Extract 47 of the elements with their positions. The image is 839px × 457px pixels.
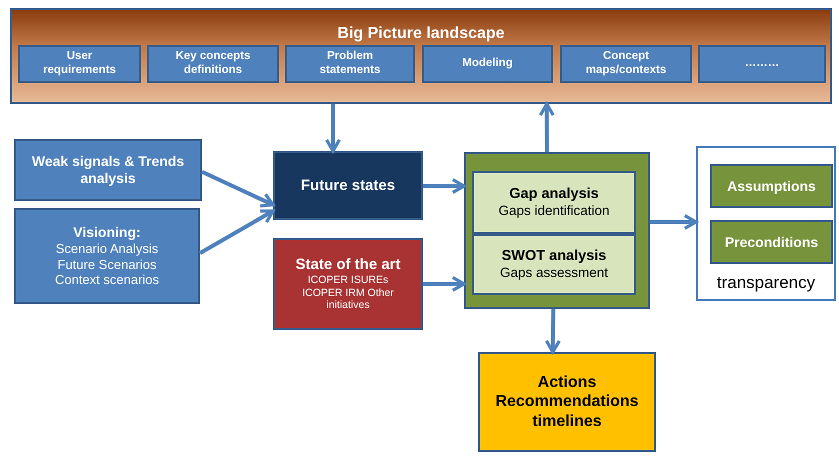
node-title: Key concepts definitions: [174, 50, 252, 78]
node-detail: Scenario Analysis Future Scenarios Context scenarios: [54, 241, 160, 288]
node-title: ………: [744, 57, 780, 71]
node-title: Problem statements: [318, 50, 382, 78]
arrow: [325, 104, 341, 153]
arrow: [423, 276, 466, 292]
node-title: Weak signals & Trends analysis: [30, 153, 186, 187]
topic-box: [18, 45, 141, 83]
node-title: Big Picture landscape: [337, 24, 505, 44]
output-box: [478, 352, 656, 452]
topic-box: [285, 45, 415, 83]
factor-box: [710, 220, 833, 264]
node-title: Future states: [300, 176, 396, 194]
analysis-container: [464, 152, 650, 309]
analysis-box: [472, 171, 636, 234]
analysis-box: [472, 234, 636, 295]
node-detail: Gaps identification: [498, 203, 610, 220]
node-title: transparency: [716, 272, 816, 293]
node-title: SWOT analysis: [502, 248, 606, 266]
node-detail: Gaps assessment: [500, 265, 608, 282]
arrow: [544, 308, 561, 354]
node-title: Preconditions: [724, 234, 818, 250]
arrow: [199, 209, 275, 255]
node-title: Gap analysis: [509, 186, 599, 204]
process-box: [14, 208, 200, 304]
node-title: User requirements: [42, 50, 117, 78]
process-box: [14, 139, 202, 201]
arrow: [201, 170, 275, 208]
topic-box: [147, 45, 279, 83]
node-title: Modeling: [462, 57, 513, 71]
factor-box: [710, 164, 833, 208]
landscape-panel: [10, 8, 832, 104]
node-title: Concept maps/contexts: [584, 50, 668, 78]
node-title: Actions Recommendations timelines: [495, 373, 639, 431]
topic-box: [560, 45, 692, 83]
node-title: State of the art: [295, 256, 400, 274]
node-title: Assumptions: [727, 178, 816, 194]
arrow: [650, 214, 698, 230]
arrow: [538, 102, 555, 152]
node-detail: ICOPER ISUREs ICOPER IRM Other initiatives: [301, 274, 395, 312]
transparency-frame: [696, 146, 836, 301]
process-box: [273, 238, 423, 330]
node-title: Visioning:: [73, 224, 141, 241]
process-box: [273, 151, 423, 220]
topic-box: [422, 45, 553, 83]
arrow: [423, 178, 466, 194]
topic-box: [698, 45, 826, 83]
